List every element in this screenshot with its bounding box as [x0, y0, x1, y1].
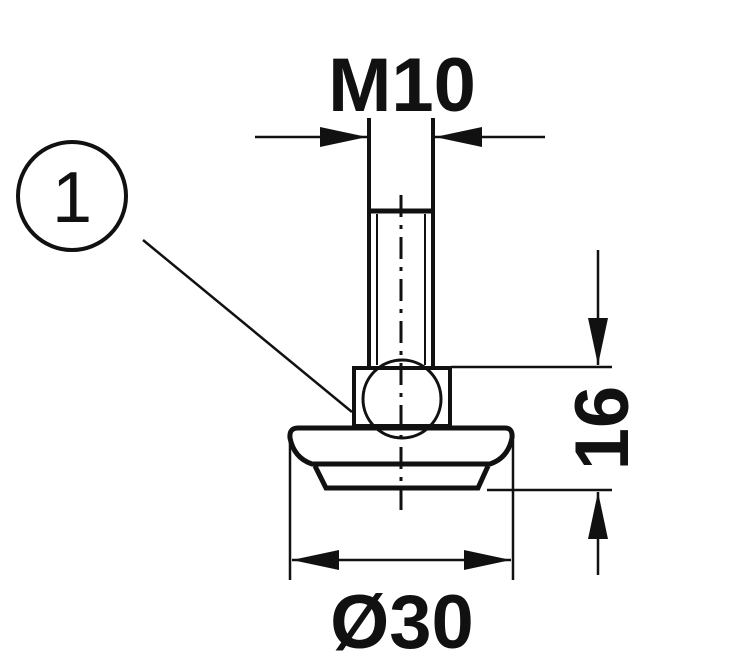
height-dimension	[451, 250, 612, 575]
m10-dimension	[255, 127, 545, 147]
leader-line	[142, 239, 353, 413]
base-glide	[287, 425, 515, 491]
thread-label: M10	[328, 43, 476, 128]
height-label: 16	[560, 386, 645, 471]
callout-circle	[16, 140, 128, 252]
diameter-label: Ø30	[330, 580, 474, 665]
callout-number: 1	[52, 158, 92, 238]
diameter-dimension	[288, 440, 515, 580]
